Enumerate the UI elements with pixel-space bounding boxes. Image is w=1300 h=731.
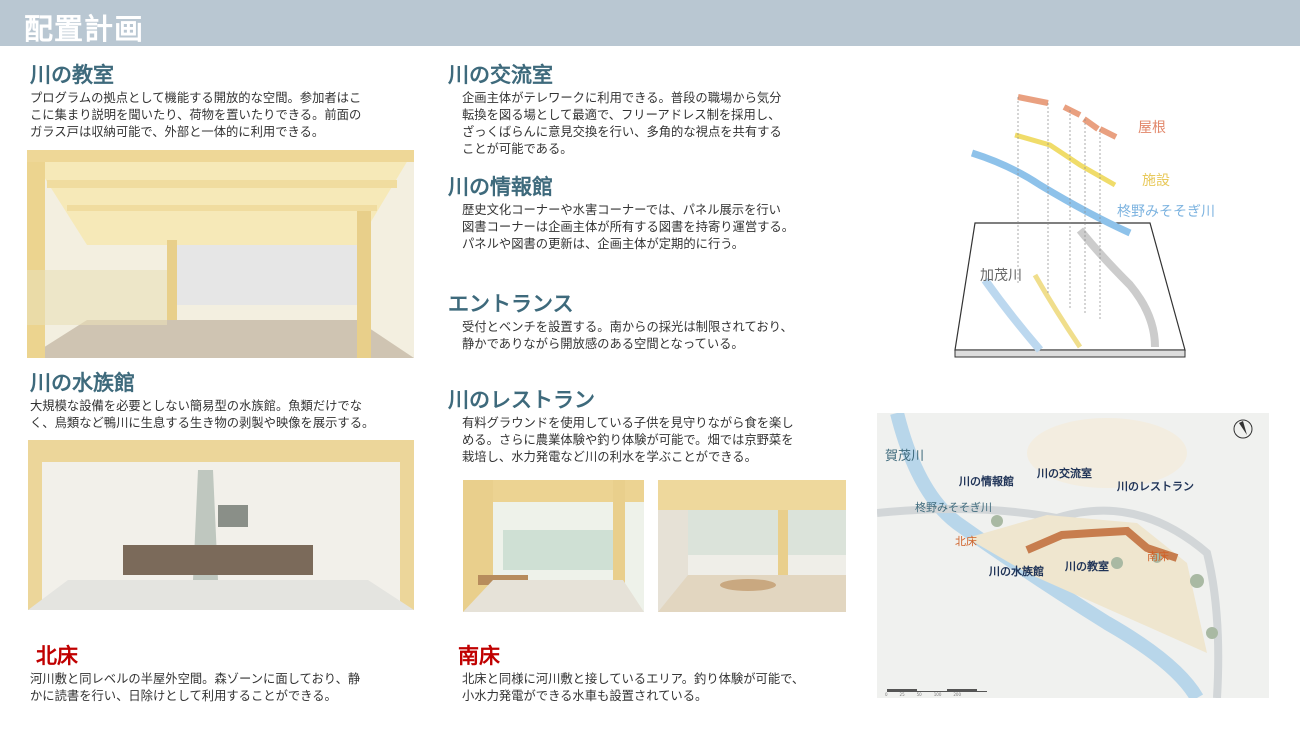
- map-restaurant-label: 川のレストラン: [1117, 480, 1194, 493]
- description: 受付とベンチを設置する。南からの採光は制限されており、 静かでありながら開放感の…: [462, 320, 793, 351]
- section-kitayuka: 北床河川敷と同レベルの半屋外空間。森ゾーンに面しており、静 かに読書を行い、日除…: [30, 643, 360, 705]
- classroom-perspective-image: [27, 150, 414, 358]
- heading: エントランス: [448, 292, 574, 316]
- map-exchange-label: 川の交流室: [1037, 467, 1092, 480]
- scale-tick: 0: [885, 692, 888, 697]
- header-bar: 配置計画: [0, 0, 1300, 46]
- page-title: 配置計画: [24, 12, 145, 46]
- section-minamiyuka: 南床北床と同様に河川敷と接しているエリア。釣り体験が可能で、 小水力発電ができる…: [448, 643, 804, 705]
- heading: 川の交流室: [448, 63, 553, 87]
- map-info-label: 川の情報館: [959, 475, 1014, 488]
- restaurant-perspective-image-1: [463, 480, 644, 612]
- map-kamo-label: 賀茂川: [885, 449, 925, 464]
- kamo-label: 加茂川: [980, 268, 1022, 284]
- stream-label: 柊野みそそぎ川: [1117, 204, 1215, 220]
- roof-label: 屋根: [1138, 120, 1166, 136]
- section-classroom: 川の教室プログラムの拠点として機能する開放的な空間。参加者はこ こに集まり説明を…: [30, 62, 361, 141]
- map-stream-label: 柊野みそそぎ川: [915, 501, 992, 514]
- heading: 南床: [458, 644, 500, 668]
- description: 河川敷と同レベルの半屋外空間。森ゾーンに面しており、静 かに読書を行い、日除けと…: [30, 672, 361, 703]
- north-arrow-icon: [1239, 421, 1247, 435]
- facility-label: 施設: [1142, 173, 1170, 189]
- heading: 川の情報館: [448, 175, 553, 199]
- description: 北床と同様に河川敷と接しているエリア。釣り体験が可能で、 小水力発電ができる水車…: [462, 672, 805, 703]
- section-entrance: エントランス受付とベンチを設置する。南からの採光は制限されており、 静かでありな…: [448, 291, 793, 353]
- description: 歴史文化コーナーや水害コーナーでは、パネル展示を行い 図書コーナーは企画主体が所…: [462, 203, 795, 251]
- scale-tick: 100: [933, 692, 942, 697]
- map-kitayuka-label: 北床: [955, 535, 977, 548]
- description: プログラムの拠点として機能する開放的な空間。参加者はこ こに集まり説明を聞いたり…: [30, 91, 362, 139]
- map-minamiyuka-label: 南床: [1147, 550, 1169, 563]
- heading: 川のレストラン: [448, 388, 595, 412]
- map-aquarium-label: 川の水族館: [989, 565, 1044, 578]
- scale-tick: 25: [899, 692, 905, 697]
- heading: 川の教室: [30, 63, 114, 87]
- scale-tick: 50: [916, 692, 922, 697]
- description: 有料グラウンドを使用している子供を見守りながら食を楽し める。さらに農業体験や釣…: [462, 416, 794, 464]
- heading: 川の水族館: [30, 371, 135, 395]
- aquarium-perspective-image: [28, 440, 414, 610]
- map-classroom-label: 川の教室: [1065, 560, 1109, 573]
- section-exchange: 川の交流室企画主体がテレワークに利用できる。普段の職場から気分 転換を図る場とし…: [448, 62, 782, 158]
- section-info: 川の情報館歴史文化コーナーや水害コーナーでは、パネル展示を行い 図書コーナーは企…: [448, 174, 794, 253]
- restaurant-perspective-image-2: [658, 480, 846, 612]
- description: 大規模な設備を必要としない簡易型の水族館。魚類だけでな く、鳥類など鴨川に生息す…: [30, 399, 375, 430]
- scale-bar: 0 25 50 100 200: [885, 692, 961, 697]
- heading: 北床: [36, 644, 78, 668]
- section-aquarium: 川の水族館大規模な設備を必要としない簡易型の水族館。魚類だけでな く、鳥類など鴨…: [30, 370, 374, 432]
- scale-tick: 200: [953, 692, 962, 697]
- axonometric-diagram: 屋根 施設 柊野みそそぎ川 加茂川: [940, 85, 1240, 365]
- section-restaurant: 川のレストラン有料グラウンドを使用している子供を見守りながら食を楽し める。さら…: [448, 387, 794, 466]
- description: 企画主体がテレワークに利用できる。普段の職場から気分 転換を図る場として最適で、…: [462, 91, 782, 156]
- site-map: 賀茂川 柊野みそそぎ川 川の情報館 川の交流室 川のレストラン 北床 南床 川の…: [877, 413, 1269, 698]
